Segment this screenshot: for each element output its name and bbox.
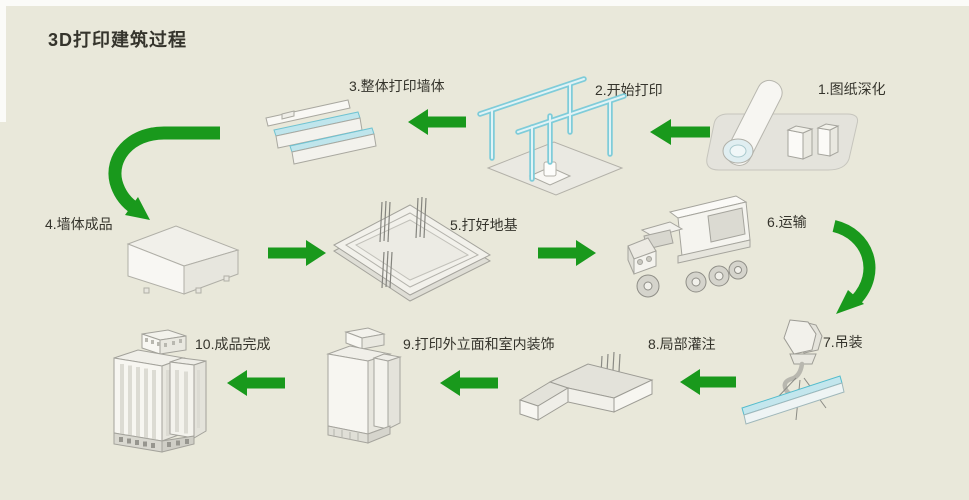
arrow-step2-to-step3 [408, 109, 466, 135]
foundation-slab-illustration [333, 196, 492, 302]
arrow-step9-to-step10 [227, 370, 285, 396]
finished-wall-block-illustration [126, 225, 240, 295]
step-10-label: 10.成品完成 [195, 336, 271, 352]
step-2-label: 2.开始打印 [595, 82, 663, 98]
u-shaped-walls-illustration [518, 351, 654, 421]
step-1-label: 1.图纸深化 [818, 81, 886, 97]
top-edge-highlight [0, 0, 969, 6]
step-5-label: 5.打好地基 [450, 217, 518, 233]
crane-hook-panel-illustration [741, 319, 845, 425]
curved-arrow-step6-to-step7 [832, 220, 876, 314]
transport-truck-illustration [627, 195, 751, 298]
printed-wall-layers-illustration [265, 99, 377, 165]
step-7-label: 7.吊装 [823, 334, 863, 350]
left-edge-highlight [0, 0, 6, 122]
step-9-label: 9.打印外立面和室内装饰 [403, 336, 555, 352]
page-title: 3D打印建筑过程 [48, 30, 188, 50]
arrow-step5-to-step6 [538, 240, 596, 266]
step-3-label: 3.整体打印墙体 [349, 78, 445, 94]
building-core-illustration [326, 327, 402, 444]
step-8-label: 8.局部灌注 [648, 336, 716, 352]
step-4-label: 4.墙体成品 [45, 216, 113, 232]
arrow-step1-to-step2 [650, 119, 710, 145]
finished-building-illustration [113, 329, 207, 453]
arrow-step8-to-step9 [440, 370, 498, 396]
printer-gantry-illustration [477, 76, 627, 196]
curved-arrow-step3-to-step4 [108, 126, 220, 220]
step-6-label: 6.运输 [767, 214, 807, 230]
arrow-step4-to-step5 [268, 240, 326, 266]
blueprint-roll-illustration [706, 79, 858, 171]
arrow-step7-to-step8 [680, 369, 736, 395]
